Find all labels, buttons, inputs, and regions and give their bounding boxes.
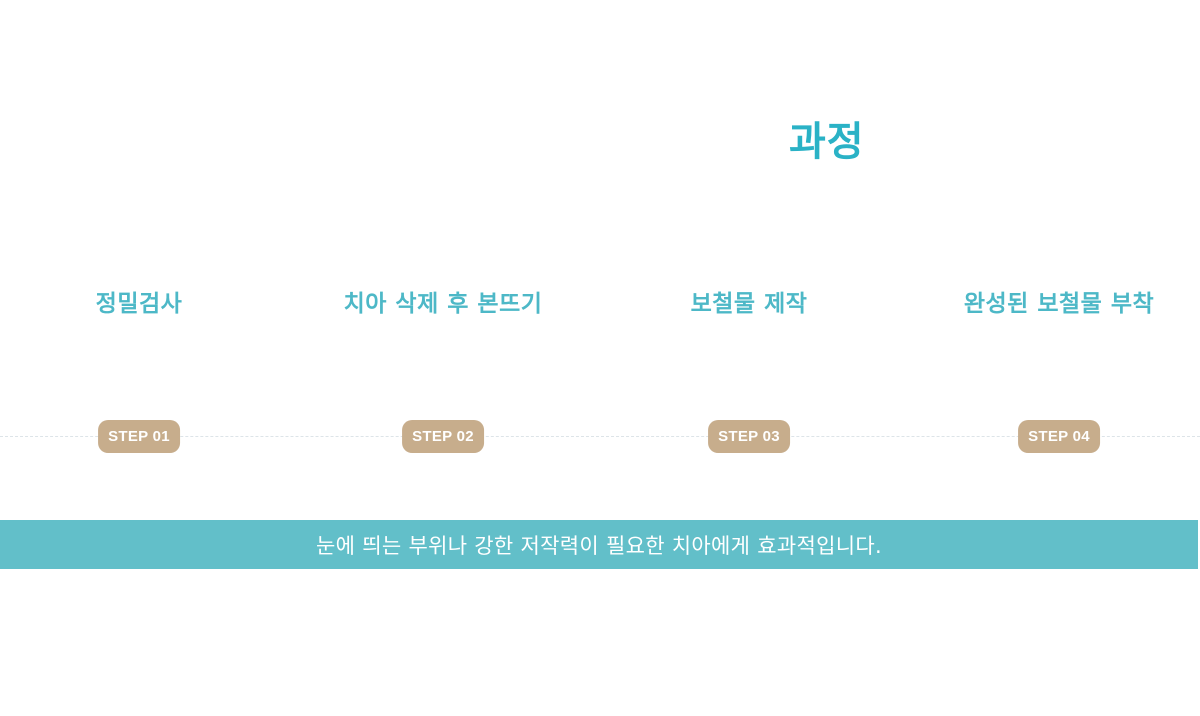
step-title-3: 보철물 제작 [690, 291, 808, 317]
step-badge-1: STEP 01 [98, 420, 180, 453]
step-badge-2: STEP 02 [402, 420, 484, 453]
step-badge-3: STEP 03 [708, 420, 790, 453]
step-badge-4: STEP 04 [1018, 420, 1100, 453]
step-title-4: 완성된 보철물 부착 [963, 291, 1155, 317]
banner-text: 눈에 띄는 부위나 강한 저작력이 필요한 치아에게 효과적입니다. [316, 533, 882, 558]
info-banner: 눈에 띄는 부위나 강한 저작력이 필요한 치아에게 효과적입니다. [0, 520, 1198, 569]
step-title-1: 정밀검사 [95, 291, 183, 317]
page-title: 과정 [789, 119, 865, 165]
step-title-2: 치아 삭제 후 본뜨기 [343, 291, 543, 317]
timeline-line [0, 436, 1200, 437]
